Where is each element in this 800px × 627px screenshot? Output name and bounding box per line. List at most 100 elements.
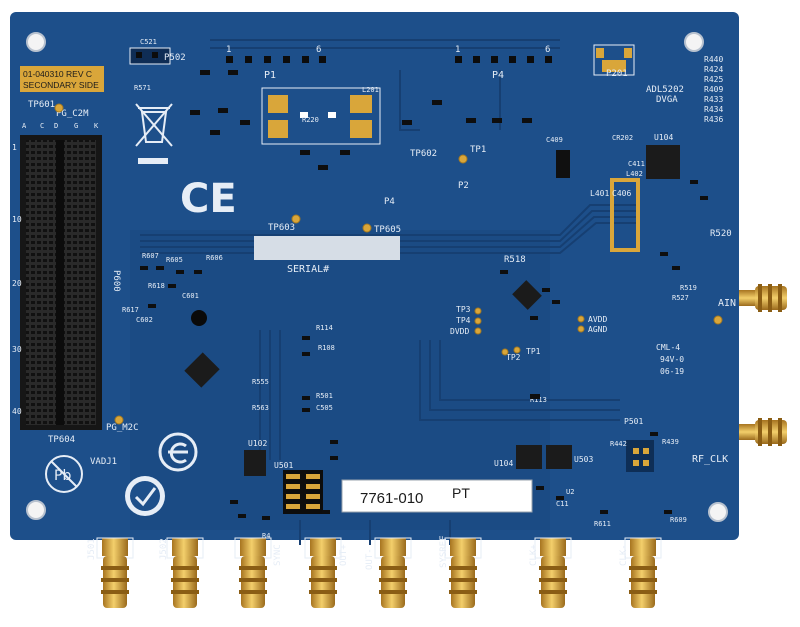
r401: R527: [672, 294, 689, 302]
pb-mark: Pb: [54, 468, 71, 484]
sma-connector-4: [374, 537, 412, 608]
sma-connector-0: [96, 537, 134, 608]
header-p208: [455, 56, 552, 63]
u2: R618: [148, 282, 165, 290]
fmc-col-g: G: [74, 122, 78, 130]
sma-connector-6: [534, 537, 572, 608]
l401: C406: [612, 189, 631, 198]
j404: R520: [710, 229, 732, 239]
p501: P501: [624, 417, 643, 426]
fmc-pg-m2c: PG_M2C: [106, 423, 139, 433]
sma-label-5: SYSREF: [439, 535, 449, 568]
r441: C601: [182, 292, 199, 300]
c535: R439: [662, 438, 679, 446]
recycle-e-icon: [158, 432, 198, 472]
u104: U104: [494, 459, 513, 468]
r525: R108: [318, 344, 335, 352]
right-res-1: R424: [704, 65, 723, 74]
weee-bar: [138, 158, 168, 164]
cr202: C409: [546, 136, 563, 144]
p503: R609: [670, 516, 687, 524]
avdd: AVDD: [588, 315, 607, 324]
p208-pin-1: 1: [455, 45, 460, 55]
adl-label-line1: ADL5202: [646, 85, 684, 95]
sma-label-0: J501: [87, 538, 97, 560]
r4: R607: [142, 252, 159, 260]
ul-line3: 06-19: [660, 367, 684, 376]
fmc-tp-bottom: TP604: [48, 435, 75, 445]
r520: C505: [316, 404, 333, 412]
tp606: TP1: [470, 145, 486, 155]
u503: U503: [574, 455, 593, 464]
board-id-line1: 01-040310 REV C: [23, 69, 92, 79]
t401: R519: [680, 284, 697, 292]
black-via: [191, 310, 207, 326]
rohs-icon: [125, 476, 165, 516]
r524: R114: [316, 324, 333, 332]
part-number-label: [341, 479, 533, 513]
sma-label-7: CLK-: [619, 544, 629, 566]
sma-ain: [739, 284, 787, 312]
bottom-sma-row: [96, 537, 662, 608]
header-p502: [129, 47, 171, 65]
right-res-5: R434: [704, 105, 723, 114]
fmc-tp-top: TP601: [28, 100, 55, 110]
fmc-pin-20: 20: [12, 279, 22, 288]
p208-pin-6: 6: [545, 45, 550, 55]
test-point-pads: [54, 103, 723, 425]
c501: R555: [252, 378, 269, 386]
sma-connector-3: [304, 537, 342, 608]
fd: R518: [504, 255, 526, 265]
right-res-2: R425: [704, 75, 723, 84]
tp4: TP4: [456, 316, 471, 325]
sma-label-1: J502: [159, 538, 169, 560]
vadj1: VADJ1: [90, 457, 117, 467]
fl201: CR202: [612, 134, 633, 142]
right-res-4: R433: [704, 95, 723, 104]
weee-icon: [135, 103, 173, 147]
fmc-col-c: C: [40, 122, 44, 130]
sma-label-3: OUT+: [339, 544, 349, 566]
fmc-col-labels: K G D C A: [22, 122, 99, 130]
l201-ref: L201: [362, 86, 379, 94]
right-res-0: R440: [704, 55, 723, 64]
sma-connector-1: [166, 537, 204, 608]
ic-gold-pads: [593, 44, 649, 466]
c411: L402: [626, 170, 643, 178]
r563: C11: [556, 500, 569, 508]
fmc-pin-labels: 1 10 20 30 40: [12, 143, 22, 416]
fmc-col-a: A: [22, 122, 27, 130]
fmc-pin-1: 1: [12, 143, 17, 152]
p505: R611: [594, 520, 611, 528]
gold-pad-outline: [261, 87, 381, 145]
sma-rf-clk: [739, 418, 787, 446]
pb-free-icon: [45, 455, 83, 493]
r528: R113: [530, 396, 547, 404]
ul-line1: CML-4: [656, 343, 680, 352]
board-id-label: 01-040310 REV C SECONDARY SIDE: [20, 66, 104, 92]
r439: R617: [122, 306, 139, 314]
c409: C411: [628, 160, 645, 168]
fmc-connector: [20, 135, 102, 430]
mounting-holes: [26, 32, 728, 522]
r220-ref: R220: [302, 116, 319, 124]
serial-label: SERIAL#: [287, 264, 329, 275]
fmc-pin-30: 30: [12, 345, 22, 354]
pcb-traces: [140, 39, 640, 545]
p201: P201: [606, 69, 628, 79]
fmc-pg-c2m: PG_C2M: [56, 109, 89, 119]
ul-line2: 94V-0: [660, 355, 684, 364]
p1-pin-6: 6: [316, 45, 321, 55]
sma-connector-2: [234, 537, 272, 608]
right-resistor-list: R440 R424 R425 R409 R433 R434 R436: [704, 55, 723, 124]
agnd: AGND: [588, 325, 607, 334]
bottom-sma-labels: J501 J502 SYNC OUT+ OUT- SYSREF CLK+ CLK…: [87, 535, 629, 570]
l402: L401: [590, 189, 609, 198]
r555: R442: [610, 440, 627, 448]
tp1: TP1: [526, 347, 541, 356]
r108: R4: [262, 532, 270, 540]
p1-pin-1: 1: [226, 45, 231, 55]
gold-pad-cluster: [268, 95, 372, 138]
c521-ref: C521: [140, 38, 157, 46]
rf-clk-label: RF_CLK: [692, 454, 728, 465]
